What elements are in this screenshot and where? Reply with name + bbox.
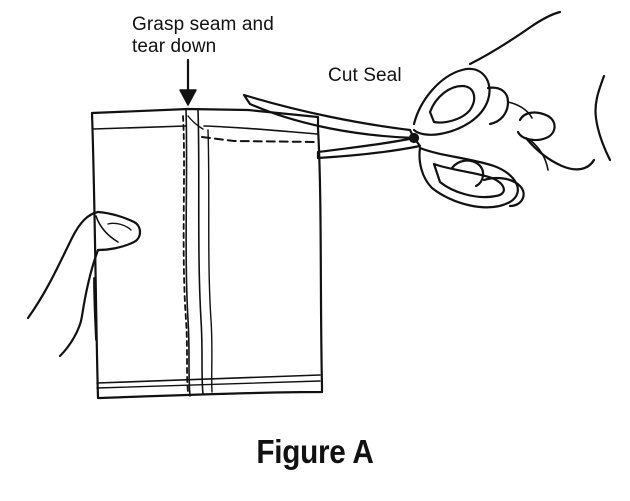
figure-caption: Figure A (256, 433, 374, 470)
down-arrow-icon (179, 58, 197, 106)
scissors-icon (242, 67, 519, 209)
left-hand-icon (26, 210, 142, 358)
seam-instruction-label: Grasp seam and tear down (132, 14, 322, 58)
pouch-icon (90, 107, 324, 400)
right-hand-icon (450, 10, 612, 208)
seam-instruction-line-1: Grasp seam and (132, 14, 274, 35)
seam-instruction-line-2: tear down (132, 36, 217, 57)
cut-seal-label: Cut Seal (328, 65, 402, 86)
